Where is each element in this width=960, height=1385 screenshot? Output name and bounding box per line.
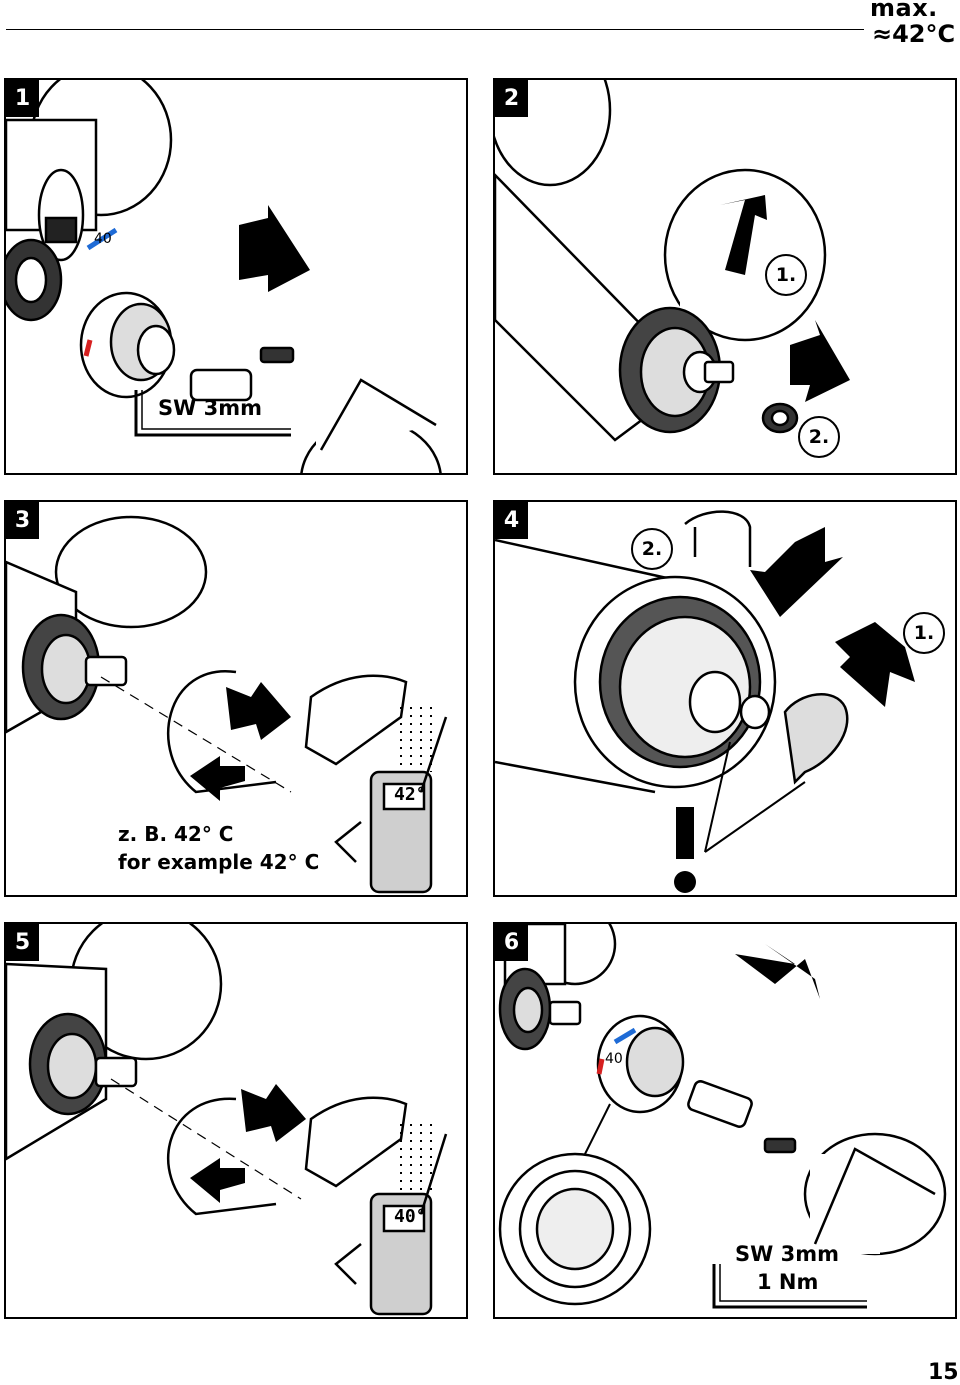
step-2-marker: 2.	[631, 528, 673, 570]
step-1-marker: 1.	[765, 254, 807, 296]
tool-size-label: SW 3mm	[158, 396, 262, 420]
panel-3: 3 42° z. B. 42° C for example 42° C	[4, 500, 468, 897]
arrow-down-icon	[750, 527, 843, 617]
panel-2-illustration	[495, 80, 850, 442]
arrow-icon	[190, 756, 245, 801]
panel-number: 6	[495, 924, 528, 961]
step-1-marker: 1.	[903, 612, 945, 654]
arrow-icon	[835, 622, 915, 707]
panel-3-illustration	[6, 515, 448, 894]
panel-number: 3	[6, 502, 39, 539]
torque-label: 1 Nm	[757, 1270, 819, 1294]
panel-4-illustration	[495, 510, 915, 893]
arrow-icon	[790, 320, 850, 402]
arrow-up-icon	[720, 195, 767, 275]
panel-6-illustration	[498, 924, 947, 1309]
panel-2: 2 1. 2.	[493, 78, 957, 475]
panel-number: 2	[495, 80, 528, 117]
arrow-icon	[735, 944, 820, 999]
panel-4: 4 2. 1.	[493, 500, 957, 897]
panel-number: 4	[495, 502, 528, 539]
arrow-icon	[241, 1084, 306, 1142]
page-number: 15	[928, 1360, 959, 1385]
panel-5: 5 40°	[4, 922, 468, 1319]
header-rule	[6, 29, 864, 30]
panel-1: 1 40 SW 3mm	[4, 78, 468, 475]
temperature-note-english: for example 42° C	[118, 850, 320, 874]
panel-1-illustration	[6, 80, 442, 473]
dial-label: 40	[605, 1051, 623, 1067]
dial-label: 40	[94, 231, 112, 247]
arrow-icon	[190, 1158, 245, 1203]
step-2-marker: 2.	[798, 416, 840, 458]
arrow-icon	[239, 205, 310, 292]
max-temperature-value: ≈42°C	[872, 20, 956, 48]
panel-5-illustration	[6, 924, 448, 1316]
thermometer-display: 42°	[394, 784, 427, 805]
panel-number: 1	[6, 80, 39, 117]
temperature-note-german: z. B. 42° C	[118, 822, 234, 846]
thermometer-display: 40°	[394, 1206, 427, 1227]
panel-6: 6 40 SW 3mm 1 Nm	[493, 922, 957, 1319]
arrow-icon	[226, 682, 291, 740]
panel-number: 5	[6, 924, 39, 961]
tool-size-label: SW 3mm	[735, 1242, 839, 1266]
max-temperature-label: max.	[870, 0, 938, 22]
